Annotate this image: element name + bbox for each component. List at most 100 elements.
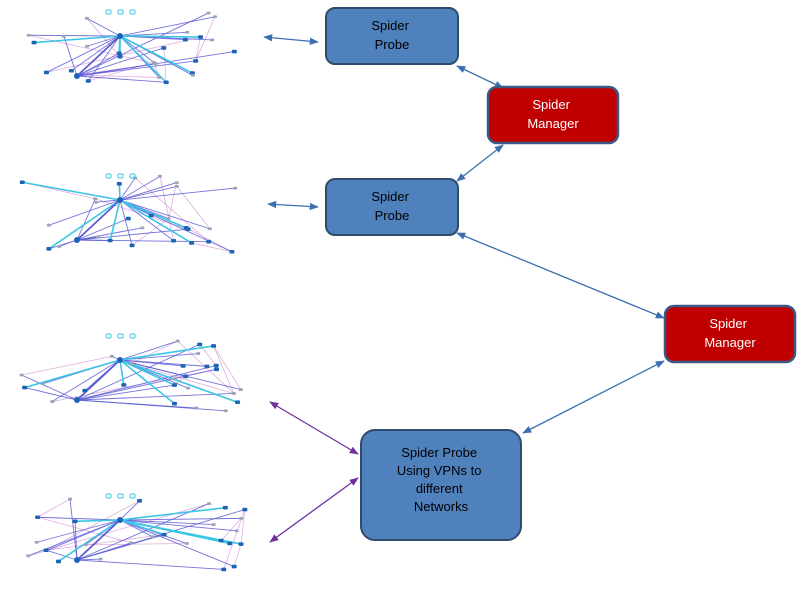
network-edge	[119, 353, 199, 361]
network-node	[94, 200, 99, 204]
network-node	[72, 519, 78, 524]
network-node	[85, 44, 90, 48]
network-edge	[24, 359, 121, 389]
network-node	[117, 173, 124, 179]
network-edge	[76, 35, 121, 77]
network-edge	[119, 359, 176, 405]
network-edge	[119, 359, 184, 367]
network-node	[117, 493, 124, 499]
network-edge	[191, 242, 232, 253]
network-node	[116, 51, 122, 56]
network-edge	[76, 75, 167, 83]
network-node	[172, 377, 177, 381]
network-node	[157, 174, 162, 178]
network-edge	[76, 384, 175, 401]
network-node	[19, 180, 25, 185]
network-hub	[117, 197, 123, 203]
network-edge	[85, 543, 187, 546]
network-node	[46, 247, 52, 251]
network-node	[26, 33, 31, 37]
network-node	[129, 333, 136, 339]
network-edge	[119, 340, 178, 361]
network-node	[105, 9, 112, 15]
network-node	[153, 62, 158, 66]
network-edge	[119, 199, 211, 230]
probe-label-line: Networks	[414, 499, 469, 514]
network-node	[46, 223, 51, 227]
network-node	[234, 529, 239, 533]
network-edge	[76, 47, 164, 77]
network-edge	[59, 239, 78, 247]
network-graph-3	[19, 333, 243, 413]
network-node	[137, 499, 143, 503]
network-node	[183, 374, 189, 379]
network-edge	[76, 559, 224, 570]
network-node	[161, 46, 167, 50]
network-node	[198, 35, 204, 39]
network-edge	[76, 368, 217, 401]
network-edge	[168, 182, 178, 219]
network-node	[107, 238, 113, 243]
network-node	[140, 226, 145, 230]
network-node	[22, 385, 28, 390]
network-node	[95, 235, 100, 239]
manager-label-line: Spider	[709, 316, 747, 331]
network-edge	[119, 199, 192, 244]
network-edge	[119, 35, 155, 63]
network-node	[56, 559, 62, 564]
network-node	[213, 367, 219, 372]
network-node	[98, 557, 103, 561]
network-node	[212, 15, 217, 19]
network-node	[194, 406, 199, 410]
network-node	[82, 388, 88, 393]
network-node	[174, 184, 179, 188]
spider-probe-vpn: Spider Probe Using VPNs to different Net…	[360, 429, 522, 541]
network-node	[172, 401, 178, 406]
network-edge	[119, 35, 167, 83]
svg-text:Spider Probe Using VPNs: Spider Probe Using VPNs to different Net…	[397, 445, 485, 514]
network-edge	[220, 518, 242, 541]
network-edge	[119, 359, 175, 386]
network-node	[239, 516, 244, 520]
network-edge	[119, 182, 177, 201]
network-node	[31, 40, 37, 45]
network-edge	[213, 345, 235, 394]
network-node	[67, 497, 72, 501]
network-edge	[24, 387, 78, 401]
network-edge	[86, 17, 121, 37]
probe-box	[325, 7, 459, 65]
network-node	[129, 362, 134, 366]
network-edge	[76, 228, 189, 241]
probe-label-line: different	[416, 481, 463, 496]
network-node	[84, 16, 89, 20]
network-node	[233, 186, 238, 190]
network-node	[238, 388, 243, 391]
network-edge	[76, 198, 96, 241]
network-node	[43, 70, 49, 75]
network-node	[85, 79, 91, 83]
network-node	[105, 173, 112, 179]
network-node	[185, 227, 191, 231]
network-edge	[76, 359, 121, 401]
network-node	[185, 30, 190, 34]
connector-manager1-probe2	[456, 144, 504, 182]
manager-label-line: Spider	[532, 97, 570, 112]
network-edge	[76, 519, 121, 561]
network-edge	[58, 519, 121, 563]
network-edge	[48, 199, 121, 226]
network-node	[180, 364, 186, 368]
network-node	[109, 354, 114, 358]
network-edge	[76, 509, 245, 561]
probe-box	[360, 429, 522, 541]
network-node	[171, 383, 177, 387]
network-edge	[75, 519, 121, 523]
svg-text:Spider Manager: Spider Manager	[704, 316, 756, 350]
network-edge	[37, 498, 71, 518]
probe-box	[325, 178, 459, 236]
network-hub	[74, 73, 80, 79]
network-node	[218, 538, 224, 543]
network-edge	[28, 519, 121, 557]
svg-text:Spider Probe: Spider Probe	[371, 189, 412, 223]
network-edge	[233, 543, 242, 567]
network-node	[129, 9, 136, 15]
